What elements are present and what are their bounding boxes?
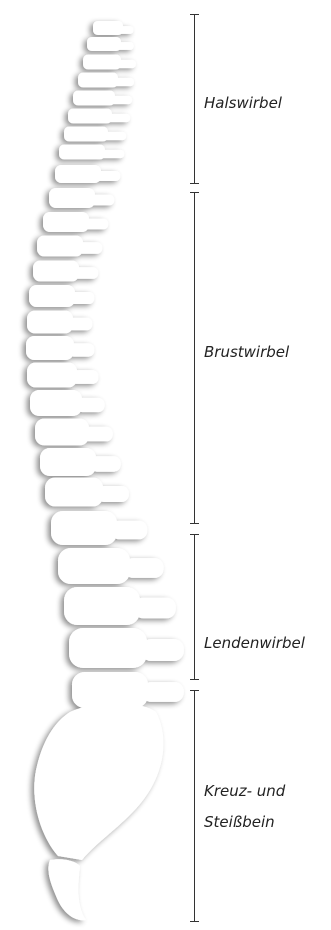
vertebra-process <box>112 78 134 86</box>
vertebra-process <box>73 267 98 279</box>
vertebra-body <box>64 127 108 142</box>
vertebra-process <box>90 456 121 471</box>
bracket-halswirbel <box>190 14 200 184</box>
vertebra-body <box>72 672 148 708</box>
vertebra-process <box>67 318 92 331</box>
vertebra-body <box>58 548 130 584</box>
vertebra-body <box>49 188 95 208</box>
vertebra-body <box>68 109 112 124</box>
vertebra-body <box>59 145 105 160</box>
vertebra-body <box>30 390 82 416</box>
bracket-brustwirbel <box>190 192 200 524</box>
vertebra-process <box>141 639 184 661</box>
vertebra-process <box>95 171 120 181</box>
vertebra-process <box>115 60 136 68</box>
vertebra-body <box>27 363 77 388</box>
bracket-lendenwirbel <box>190 534 200 680</box>
vertebra-process <box>117 26 134 34</box>
vertebra-body <box>73 91 115 106</box>
vertebra-process <box>111 521 147 540</box>
vertebra-process <box>76 398 105 412</box>
vertebra-body <box>35 419 89 446</box>
vertebra-body <box>29 285 75 307</box>
vertebra-body <box>78 73 118 88</box>
vertebra-process <box>83 427 113 442</box>
vertebra-body <box>26 336 74 360</box>
vertebra-process <box>106 114 130 122</box>
bracket-kreuz-steissbein <box>190 690 200 922</box>
label-halswirbel: Halswirbel <box>204 88 282 119</box>
vertebra-body <box>43 212 89 232</box>
vertebra-process <box>68 343 94 356</box>
vertebra-process <box>83 219 108 230</box>
vertebra-process <box>77 242 102 254</box>
vertebra-body <box>51 511 117 545</box>
vertebra-process <box>89 195 114 206</box>
vertebra-process <box>99 150 124 158</box>
vertebra-body <box>45 478 103 507</box>
vertebra-process <box>134 598 176 619</box>
vertebra-body <box>55 165 101 183</box>
vertebra-body <box>83 55 121 70</box>
vertebra-body <box>27 311 73 334</box>
vertebra-process <box>71 370 99 384</box>
coccyx <box>48 859 86 920</box>
vertebra-process <box>124 558 164 578</box>
label-lendenwirbel: Lendenwirbel <box>204 628 305 659</box>
vertebra-process <box>97 486 129 502</box>
vertebra-process <box>69 292 94 304</box>
vertebra-process <box>115 42 134 50</box>
vertebra-process <box>109 96 132 104</box>
vertebra-body <box>40 448 96 476</box>
sacrum <box>34 703 163 860</box>
vertebra-process <box>142 682 184 702</box>
label-kreuz-und: Kreuz- und <box>204 776 285 807</box>
vertebra-body <box>64 587 140 625</box>
label-brustwirbel: Brustwirbel <box>204 337 289 368</box>
vertebra-body <box>33 261 79 282</box>
vertebra-body <box>37 236 83 257</box>
label-steissbein: Steißbein <box>204 807 275 838</box>
vertebra-body <box>69 628 147 668</box>
vertebra-process <box>102 132 126 140</box>
